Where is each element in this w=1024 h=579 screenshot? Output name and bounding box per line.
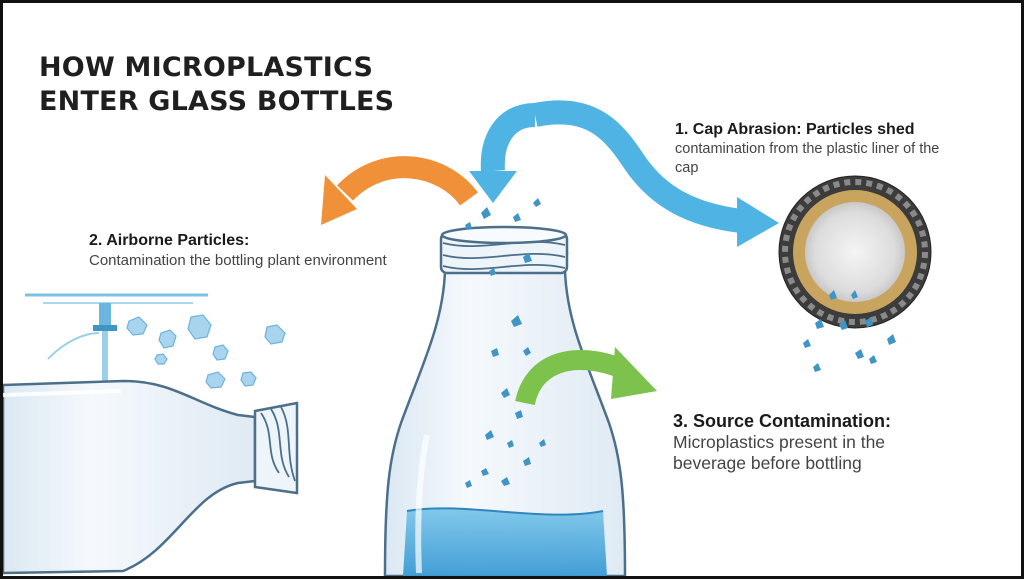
cap-abrasion-arrow <box>469 100 779 247</box>
cap-particles <box>803 290 896 372</box>
bottle-icon <box>383 225 627 576</box>
airborne-body: Contamination the bottling plant environ… <box>89 252 387 269</box>
diagram-artwork <box>3 100 932 576</box>
cap-abrasion-label: 1. Cap Abrasion: Particles shed contamin… <box>675 120 945 178</box>
cap-icon <box>778 175 932 329</box>
title-line-2: ENTER GLASS BOTTLES <box>39 86 395 117</box>
source-contamination-label: 3. Source Contamination: Microplastics p… <box>673 410 943 474</box>
source-body: Microplastics present in the beverage be… <box>673 432 886 473</box>
nozzle-icon <box>25 293 208 391</box>
airborne-arrow <box>321 156 478 225</box>
airborne-heading: 2. Airborne Particles: <box>89 232 250 249</box>
page-title: HOW MICROPLASTICS ENTER GLASS BOTTLES <box>39 51 394 119</box>
cap-abrasion-heading: 1. Cap Abrasion: Particles shed <box>675 121 915 138</box>
source-arrow <box>515 347 657 406</box>
source-heading: 3. Source Contamination: <box>673 411 892 431</box>
airborne-particles-label: 2. Airborne Particles: Contamination the… <box>89 231 449 271</box>
bottle-particles <box>465 198 546 488</box>
tilted-bottle-icon <box>3 379 299 575</box>
airborne-particles <box>126 314 286 389</box>
cap-abrasion-body: contamination from the plastic liner of … <box>675 141 940 176</box>
title-line-1: HOW MICROPLASTICS <box>39 52 374 83</box>
